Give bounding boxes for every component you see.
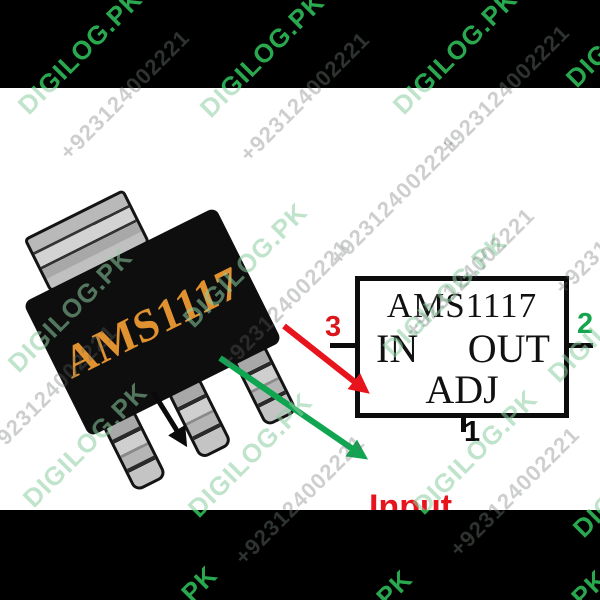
watermark-phone-text: +923124002221 [229,429,370,510]
watermark-phone-text: +923124002221 [55,25,195,88]
watermark-phone-text: +923124002221 [435,20,575,88]
pin-lead-left [330,343,357,348]
pinout-box: AMS1117 IN OUT ADJ [355,276,569,418]
pinout-title: AMS1117 [386,285,538,325]
top-letterbox-bar: DIGILOG.PK DIGILOG.PK DIGILOG.PK DIGILOG.PK… [0,0,600,88]
watermark-brand-text: DIGILOG.PK [87,560,224,600]
watermark-phone-text: +923124002221 [434,88,575,160]
pin-number-3: 3 [325,311,342,343]
watermark-brand-text: DIGILOG.PK [386,0,524,88]
watermark-brand-text: DIGILOG.PK [407,510,544,520]
pinout-adj-label: ADJ [425,367,499,413]
watermark-phone-text: +923124002221 [324,129,465,270]
pin-lead-bottom [461,416,466,432]
pinout-row-in-out: IN OUT [360,325,564,371]
watermark-brand-text: DIGILOG.PK [194,88,331,123]
watermark-brand-text: DIGILOG.PK [193,0,331,88]
pin-number-1: 1 [464,416,481,448]
watermark-brand-text: DIGILOG.PK [17,510,154,513]
watermark-phone-text: +923124002221 [54,88,195,165]
watermark-brand-text: DIGILOG.PK [182,510,319,523]
pin-lead-right [568,343,593,348]
watermark-phone-text: +923124002221 [230,510,370,570]
watermark-brand-text: DIGILOG.PK [567,510,600,543]
watermark-overlay-bottom: DIGILOG.PK DIGILOG.PK DIGILOG.PK DIGILOG.PK… [0,510,600,600]
watermark-phone-text: +923124002221 [445,510,585,562]
input-label: Input [369,488,453,510]
bottom-letterbox-bar: DIGILOG.PK DIGILOG.PK DIGILOG.PK DIGILOG.PK… [0,510,600,600]
watermark-brand-text: DIGILOG.PK [560,88,600,93]
watermark-brand-text: DIGILOG.PK [12,88,149,120]
watermark-phone-text: +923124002221 [235,27,375,88]
watermark-phone-text: +923124002221 [234,88,375,167]
watermark-overlay-top: DIGILOG.PK DIGILOG.PK DIGILOG.PK DIGILOG.PK… [0,0,600,88]
content-area: AMS1117 AMS1117 IN OUT ADJ 3 2 1 [0,88,600,510]
watermark-brand-text: DIGILOG.PK [559,0,600,88]
pin-number-2: 2 [577,308,594,340]
watermark-brand-text: DIGILOG.PK [282,564,419,600]
pinout-in-label: IN [376,325,419,371]
watermark-brand-text: DIGILOG.PK [477,564,600,600]
chip-package: AMS1117 [22,188,299,493]
watermark-brand-text: DIGILOG.PK [566,406,600,510]
chip-part-number: AMS1117 [57,255,248,389]
watermark-brand-text: DIGILOG.PK [387,88,524,120]
watermark-brand-text: DIGILOG.PK [11,0,149,88]
pinout-out-label: OUT [467,325,550,371]
